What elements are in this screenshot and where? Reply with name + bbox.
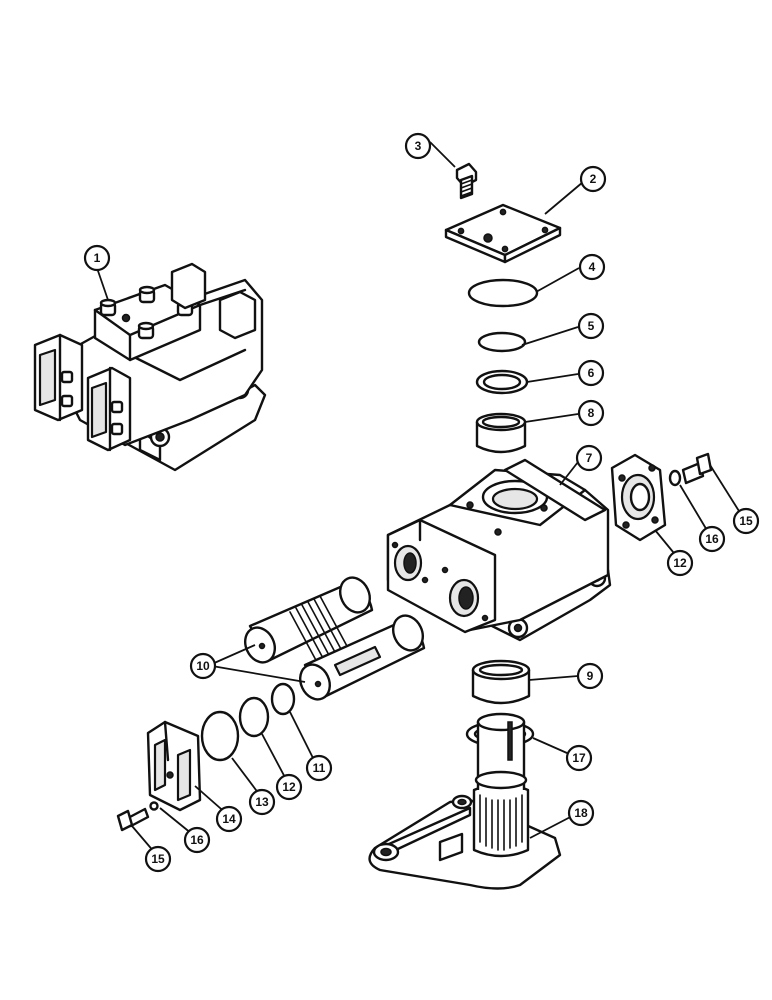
part-screw-right xyxy=(681,452,713,485)
part-snap-ring xyxy=(477,331,527,353)
part-valve-spool-upper xyxy=(244,576,374,665)
part-backup-ring xyxy=(238,696,270,738)
part-seal-ring xyxy=(475,369,529,395)
callout-16-right: 16 xyxy=(698,525,726,553)
callout-15-right-label: 15 xyxy=(739,514,753,528)
callout-7: 7 xyxy=(575,444,603,472)
callout-10-label: 10 xyxy=(196,659,210,673)
callout-9: 9 xyxy=(576,662,604,690)
callout-13-label: 13 xyxy=(255,795,269,809)
callout-15-right: 15 xyxy=(732,507,760,535)
callout-2-label: 2 xyxy=(590,172,597,186)
part-side-end-cap xyxy=(610,453,667,542)
callout-16-left-label: 16 xyxy=(190,833,204,847)
callout-8-label: 8 xyxy=(588,406,595,420)
part-cover-plate xyxy=(444,203,562,264)
callout-15-left: 15 xyxy=(144,845,172,873)
callout-1: 1 xyxy=(83,244,111,272)
callout-4-label: 4 xyxy=(589,260,596,274)
callout-14-label: 14 xyxy=(222,812,236,826)
callout-18: 18 xyxy=(567,799,595,827)
callout-8: 8 xyxy=(577,399,605,427)
callout-16-left: 16 xyxy=(183,826,211,854)
part-o-ring-medium xyxy=(200,710,240,762)
callout-5-label: 5 xyxy=(588,319,595,333)
part-cap-bolt xyxy=(455,162,478,200)
callout-2: 2 xyxy=(579,165,607,193)
part-front-end-cap xyxy=(146,720,202,812)
callout-12-right: 12 xyxy=(666,549,694,577)
callout-4: 4 xyxy=(578,253,606,281)
leader-lines xyxy=(96,141,745,854)
callout-16-right-label: 16 xyxy=(705,532,719,546)
part-o-ring-large xyxy=(467,278,539,308)
callout-5: 5 xyxy=(577,312,605,340)
callout-12-right-label: 12 xyxy=(673,556,687,570)
callout-17-label: 17 xyxy=(572,751,586,765)
callout-9-label: 9 xyxy=(587,669,594,683)
callout-11: 11 xyxy=(305,754,333,782)
callout-6: 6 xyxy=(577,359,605,387)
callout-14: 14 xyxy=(215,805,243,833)
callout-12-left: 12 xyxy=(275,773,303,801)
part-valve-spool-lower xyxy=(299,614,426,701)
part-lower-bushing xyxy=(471,659,531,705)
part-valve-housing xyxy=(386,458,612,642)
callout-1-label: 1 xyxy=(94,251,101,265)
callout-12-left-label: 12 xyxy=(282,780,296,794)
callout-13: 13 xyxy=(248,788,276,816)
callout-18-label: 18 xyxy=(574,806,588,820)
part-screw-left xyxy=(116,807,150,832)
part-lock-washer-left xyxy=(149,801,159,811)
callout-7-label: 7 xyxy=(586,451,593,465)
callout-15-left-label: 15 xyxy=(151,852,165,866)
callout-10: 10 xyxy=(189,652,217,680)
part-upper-bushing xyxy=(475,412,527,454)
callout-17: 17 xyxy=(565,744,593,772)
callout-6-label: 6 xyxy=(588,366,595,380)
callout-3-label: 3 xyxy=(415,139,422,153)
part-o-ring-small xyxy=(270,682,296,716)
callout-3: 3 xyxy=(404,132,432,160)
part-steering-arm-shaft xyxy=(368,712,562,890)
part-assembled-housing xyxy=(33,262,267,472)
part-lock-washer-right xyxy=(668,469,682,487)
callout-11-label: 11 xyxy=(313,761,326,775)
